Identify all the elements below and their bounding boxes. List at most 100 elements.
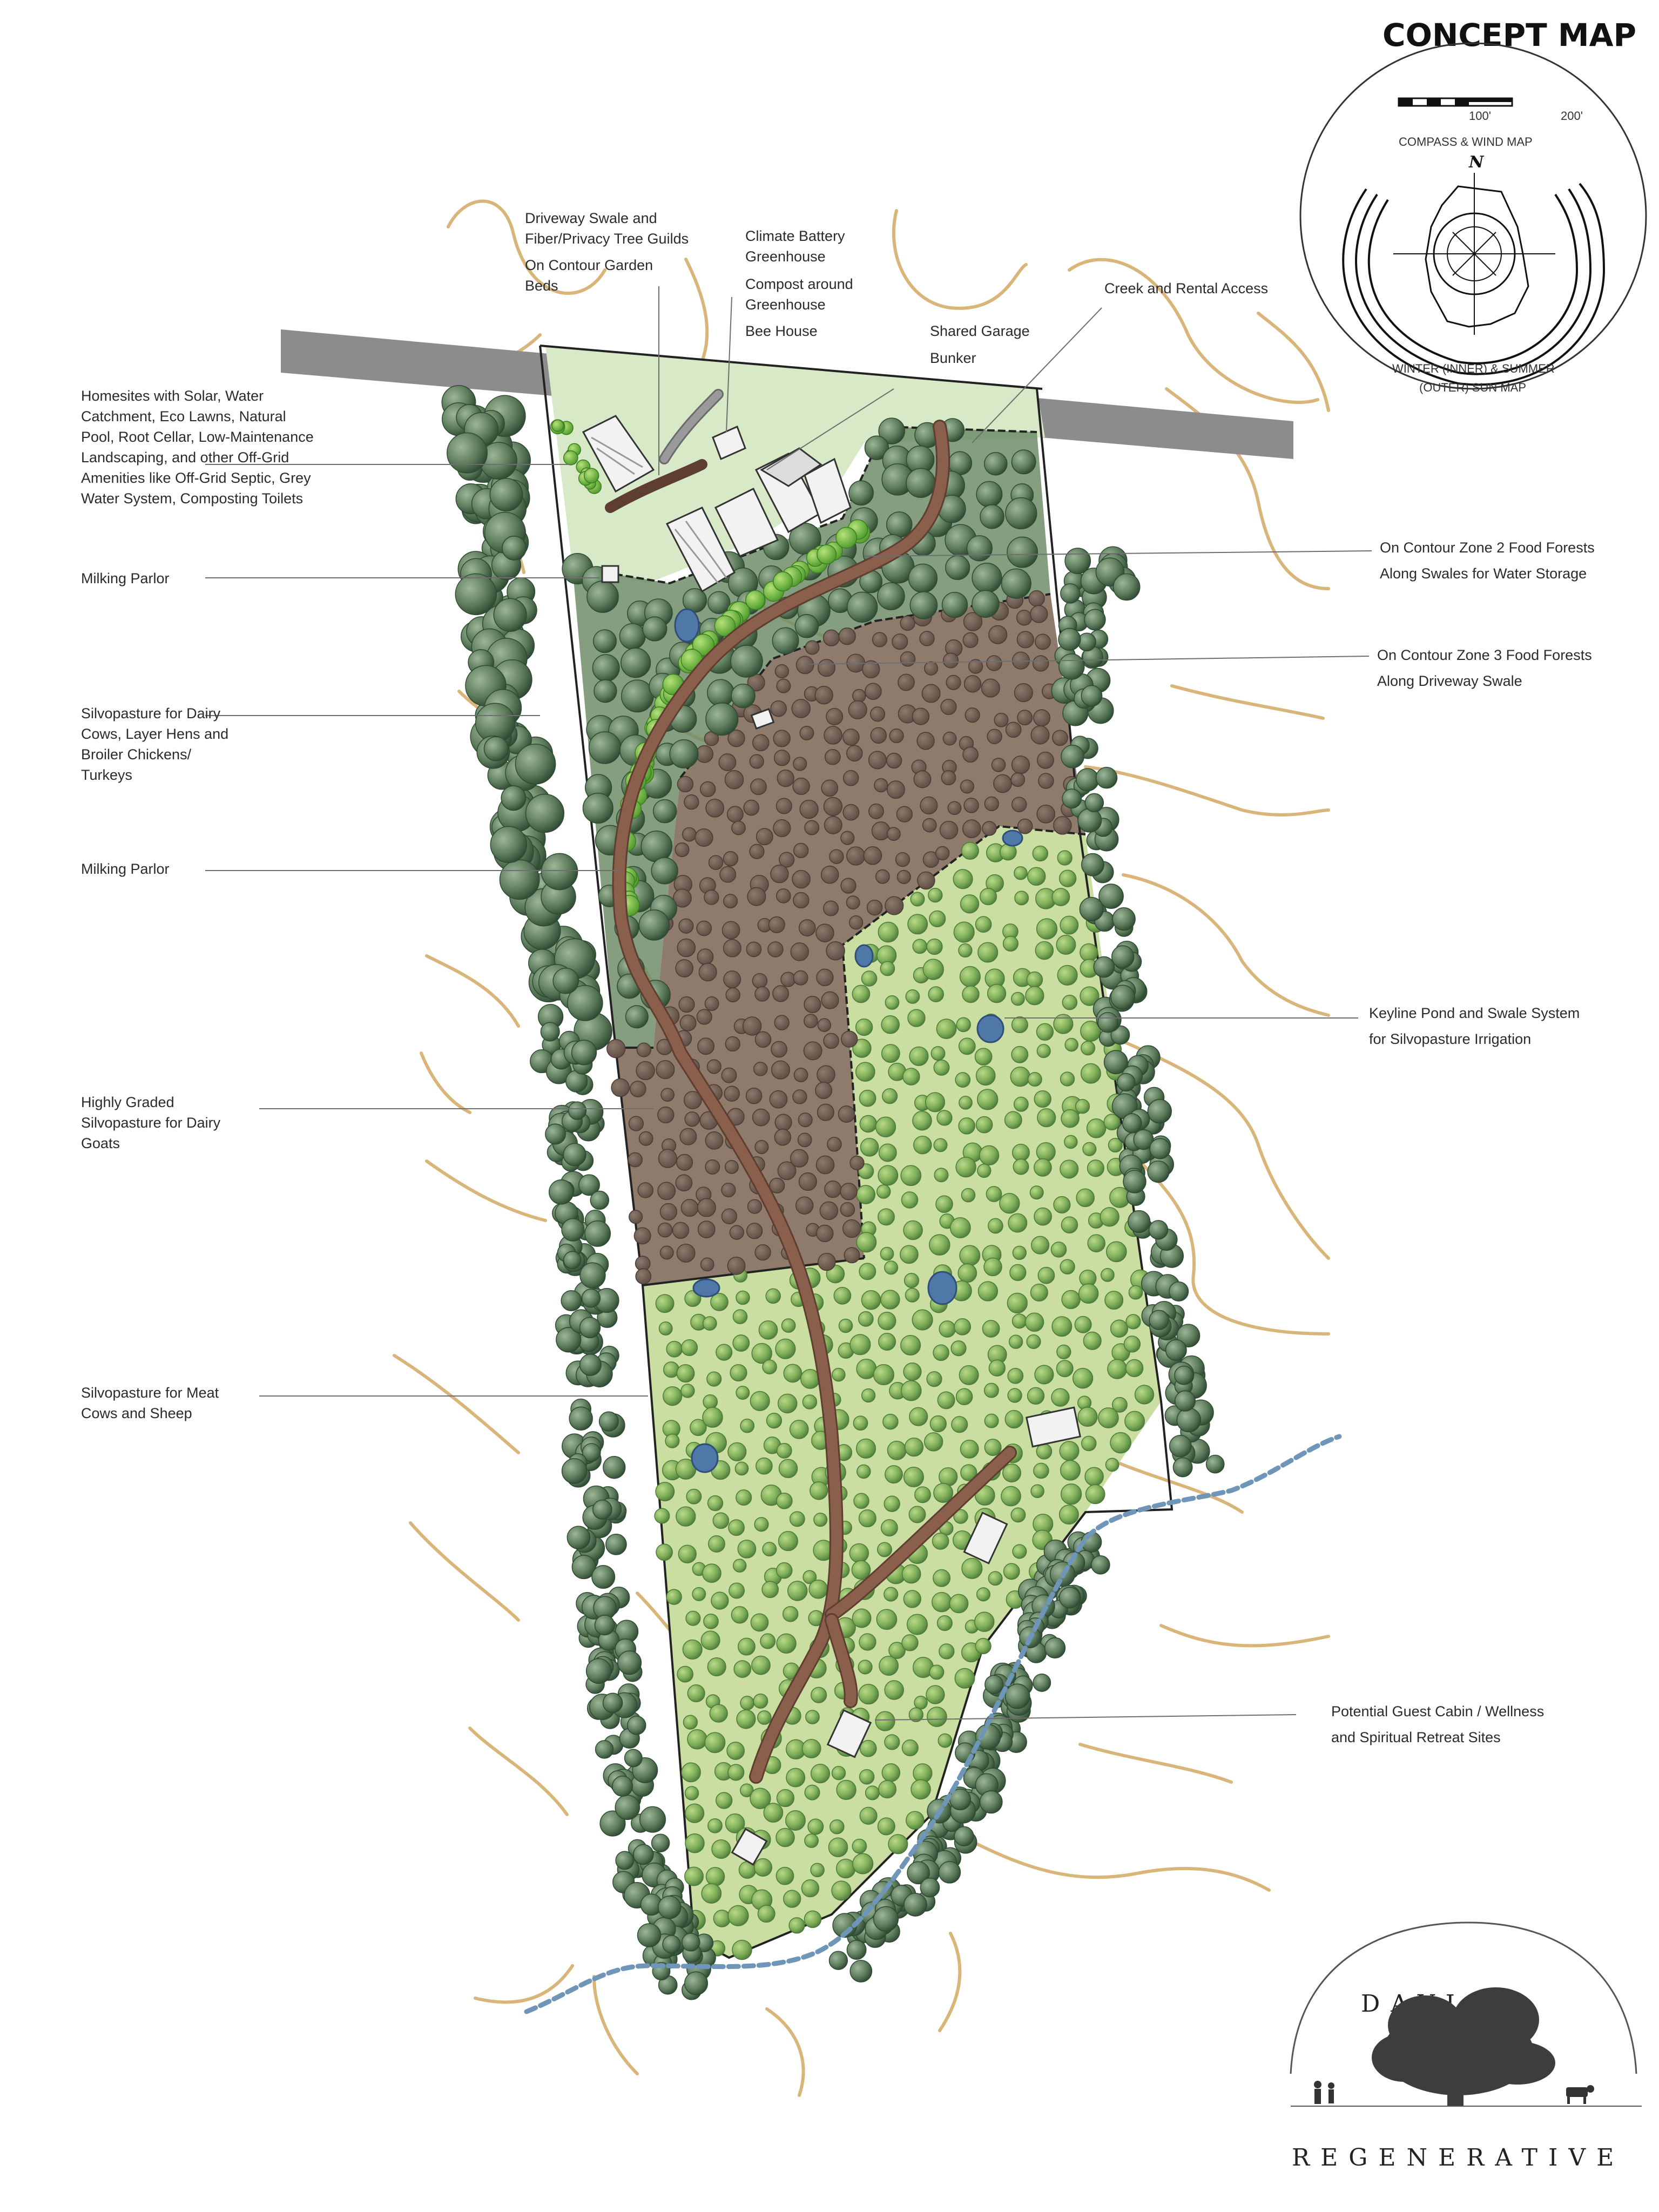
tree-canopy	[804, 1784, 820, 1800]
tree-canopy	[900, 1245, 919, 1264]
tree-canopy	[678, 918, 694, 934]
tree-canopy	[1017, 710, 1033, 726]
tree-canopy	[861, 1388, 876, 1403]
tree-canopy	[703, 1394, 718, 1410]
tree-canopy	[903, 1892, 927, 1917]
tree-canopy	[1058, 1587, 1081, 1609]
tree-canopy	[1024, 1312, 1044, 1332]
tree-canopy	[937, 1391, 955, 1410]
tree-canopy	[1128, 1210, 1151, 1233]
tree-canopy	[681, 1339, 698, 1357]
ponds	[674, 608, 1023, 1473]
tree-canopy	[772, 985, 790, 1002]
tree-canopy	[1007, 536, 1038, 568]
tree-canopy	[1010, 1067, 1030, 1087]
tree-canopy	[909, 1407, 928, 1426]
tree-canopy	[821, 779, 839, 797]
tree-canopy	[1051, 1388, 1070, 1407]
tree-canopy	[767, 941, 784, 957]
tree-canopy	[936, 1615, 953, 1631]
tree-canopy	[1080, 1063, 1101, 1084]
tree-canopy	[1061, 1216, 1078, 1233]
tree-canopy	[1148, 1220, 1169, 1240]
tree-canopy	[929, 1664, 945, 1680]
tree-canopy	[849, 1334, 871, 1355]
tree-canopy	[694, 828, 713, 847]
cabin-1	[1026, 1406, 1082, 1448]
tree-canopy	[676, 1243, 696, 1263]
logo-tree-illustration	[1372, 1987, 1555, 2106]
tree-canopy	[804, 1910, 822, 1928]
tree-canopy	[697, 948, 714, 966]
tree-canopy	[583, 468, 599, 484]
tree-canopy	[870, 727, 887, 744]
tree-canopy	[975, 1116, 993, 1134]
tree-canopy	[595, 1740, 614, 1759]
tree-canopy	[935, 846, 950, 861]
tree-canopy	[696, 745, 714, 763]
tree-canopy	[751, 1655, 771, 1675]
tree-canopy	[1036, 751, 1054, 769]
tree-canopy	[642, 616, 667, 642]
tree-canopy	[1036, 804, 1056, 824]
tree-canopy	[849, 1155, 865, 1171]
tree-canopy	[906, 468, 936, 498]
tree-canopy	[921, 684, 941, 703]
tree-canopy	[706, 1059, 721, 1074]
tree-canopy	[729, 1225, 744, 1240]
tree-canopy	[750, 1613, 769, 1632]
tree-canopy	[882, 1088, 898, 1104]
tree-canopy	[914, 1695, 928, 1710]
tree-canopy	[1098, 884, 1124, 909]
tree-canopy	[687, 1729, 707, 1750]
tree-canopy	[1001, 1486, 1021, 1507]
tree-canopy	[662, 1935, 681, 1954]
tree-canopy	[1011, 756, 1030, 774]
tree-canopy	[962, 819, 981, 839]
tree-canopy	[719, 866, 737, 883]
label-silvopasture-dairy: Silvopasture for Dairy Cows, Layer Hens …	[81, 705, 233, 783]
tree-canopy	[1107, 1359, 1128, 1379]
tree-canopy	[962, 632, 979, 648]
tree-canopy	[826, 941, 845, 961]
tree-canopy	[571, 1040, 597, 1065]
tree-canopy	[621, 679, 654, 713]
tree-canopy	[540, 1022, 560, 1042]
tree-canopy	[961, 841, 979, 860]
logo-cow-icon	[1566, 2085, 1594, 2104]
tree-canopy	[980, 504, 1004, 529]
shed-2	[804, 457, 852, 524]
tree-canopy	[977, 1281, 999, 1301]
tree-canopy	[684, 1971, 709, 1995]
tree-canopy	[705, 1131, 724, 1150]
tree-canopy	[707, 591, 731, 615]
tree-canopy	[1117, 1073, 1136, 1092]
tree-canopy	[1124, 1411, 1145, 1432]
tree-canopy	[852, 1853, 874, 1874]
tree-canopy	[704, 1732, 726, 1754]
tree-canopy	[878, 1312, 896, 1331]
tree-canopy	[988, 1571, 1003, 1586]
tree-canopy	[1038, 773, 1054, 789]
label-bee-house: Bee House	[745, 323, 818, 339]
tree-canopy	[582, 793, 613, 824]
tree-canopy	[1103, 1114, 1121, 1131]
tree-canopy	[861, 1290, 881, 1310]
tree-canopy	[707, 1818, 723, 1833]
tree-canopy	[881, 1015, 900, 1034]
tree-canopy	[677, 1665, 694, 1683]
tree-canopy	[789, 1420, 809, 1439]
tree-canopy	[898, 673, 915, 691]
tree-canopy	[725, 1036, 740, 1052]
tree-canopy	[988, 1359, 1006, 1377]
tree-canopy	[795, 1196, 814, 1215]
tree-canopy	[740, 1696, 755, 1710]
tree-canopy	[683, 1091, 702, 1109]
tree-canopy	[705, 703, 739, 736]
tree-canopy	[776, 1562, 793, 1579]
tree-canopy	[579, 1353, 602, 1376]
tree-canopy	[881, 1044, 900, 1063]
tree-canopy	[708, 1535, 725, 1553]
tree-canopy	[732, 1559, 747, 1573]
